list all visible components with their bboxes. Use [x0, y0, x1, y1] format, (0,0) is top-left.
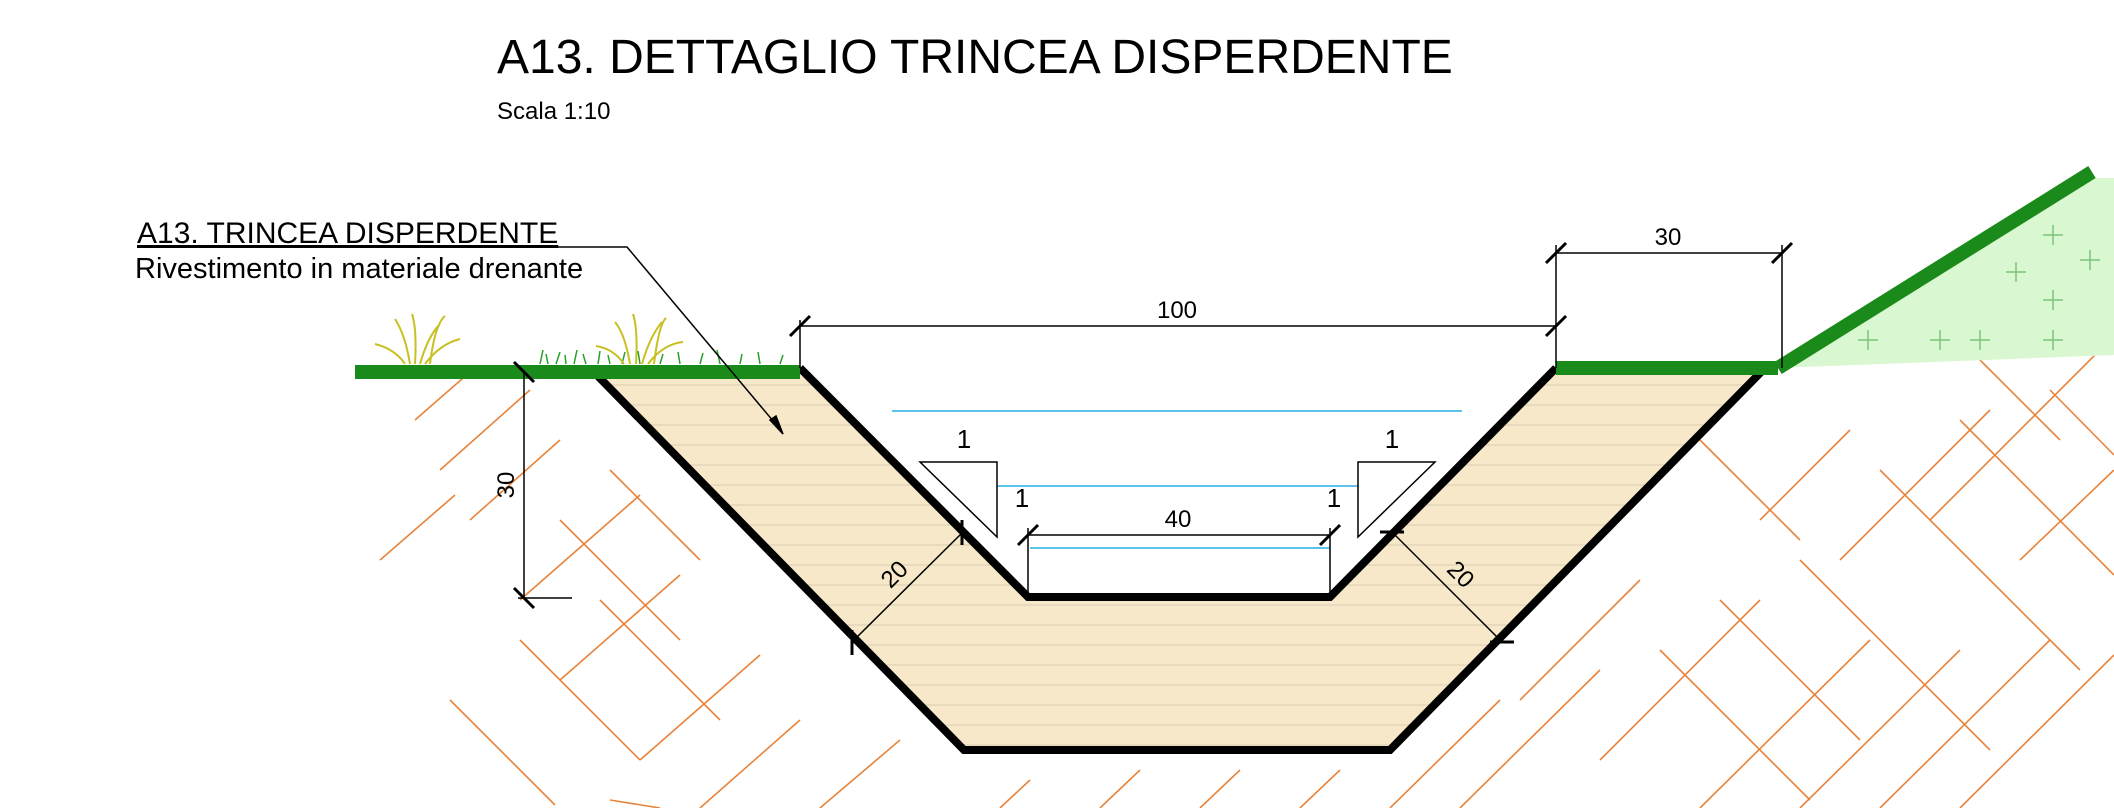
dimension-top-width [788, 245, 1568, 368]
dimension-bottom-width-label: 40 [1165, 506, 1192, 533]
callout-title: A13. TRINCEA DISPERDENTE [137, 217, 559, 250]
ground-surface-left [355, 313, 800, 379]
dimension-depth-label: 30 [493, 472, 520, 499]
slope-right-horizontal-label: 1 [1327, 483, 1341, 513]
drawing-title: A13. DETTAGLIO TRINCEA DISPERDENTE [497, 31, 1453, 84]
trench-outline [587, 365, 1768, 754]
drawing-scale: Scala 1:10 [497, 98, 611, 125]
slope-left-vertical-label: 1 [957, 424, 971, 454]
slope-right-vertical-label: 1 [1385, 424, 1399, 454]
dimension-lining-left [850, 520, 964, 655]
water-level-lines [892, 410, 1462, 549]
soil-hatch [379, 355, 2114, 808]
dimension-bank-width-label: 30 [1655, 224, 1682, 251]
callout-leader [137, 246, 784, 435]
dimension-lining-right [1380, 530, 1514, 644]
dimension-bank-width [1544, 241, 1794, 368]
dimension-bottom-width [1016, 523, 1342, 597]
grass-tuft-icon [595, 313, 684, 365]
grass-tuft-icon [374, 313, 461, 365]
dimension-top-width-label: 100 [1157, 297, 1197, 324]
slope-triangle-right [1357, 461, 1437, 539]
lining-layer [590, 368, 1765, 750]
callout-subtitle: Rivestimento in materiale drenante [135, 253, 584, 285]
slope-left-horizontal-label: 1 [1015, 483, 1029, 513]
dimension-depth [512, 360, 572, 610]
embankment [1774, 166, 2114, 374]
slope-triangle-left [918, 461, 998, 539]
